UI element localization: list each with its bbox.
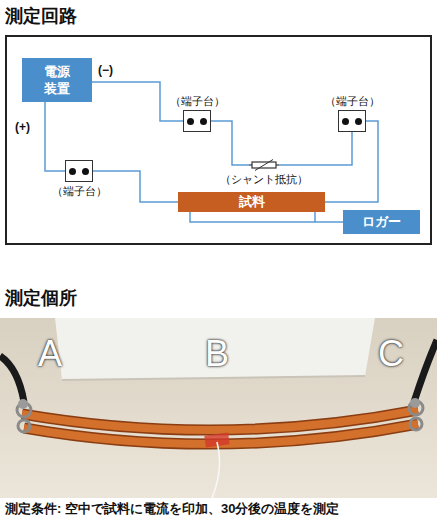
polarity-label: (+) (14, 120, 31, 134)
point-label: B (205, 334, 229, 374)
resistor-lead (276, 164, 279, 165)
terminal-dot (69, 168, 76, 175)
terminal-node: （端子台） (325, 94, 380, 132)
terminal-dot (82, 168, 89, 175)
logger-lead (314, 212, 316, 222)
resistor-symbol (249, 159, 279, 171)
wire (325, 121, 378, 202)
photo-ring (410, 418, 422, 430)
terminal-dot (200, 118, 207, 125)
circuit-panel: 測定回路電源 装置 （端子台） （端子台） （端子台） （シャント抵抗） 試料ロガー (5, 4, 432, 245)
wire (211, 121, 249, 165)
wire (279, 132, 352, 165)
photo-ring (18, 420, 30, 432)
photo-strip (22, 410, 418, 430)
photo-cable (414, 340, 437, 402)
photo-bolt (410, 398, 420, 408)
terminal-dot (355, 118, 362, 125)
resistor-lead (249, 164, 252, 165)
shunt-node: （シャント抵抗） (220, 159, 308, 186)
wire (190, 212, 343, 222)
terminal-label: （端子台） (325, 94, 380, 108)
photo-bolt (18, 399, 28, 409)
photo-board (55, 318, 375, 380)
wire (45, 102, 65, 171)
photo-panel: 測定個所 (0, 283, 437, 498)
polarity-label: (−) (97, 63, 114, 77)
logger-box: ロガー (343, 210, 420, 234)
photo-strip (22, 410, 418, 430)
terminal-dot (187, 118, 194, 125)
photo-background (0, 318, 437, 498)
terminal-node: （端子台） (52, 160, 107, 198)
caption: 測定条件: 空中で試料に電流を印加、30分後の温度を測定 (5, 501, 432, 517)
box-label: 電源 装置 (42, 63, 72, 97)
terminal-label: （端子台） (52, 184, 107, 198)
photo-board-edge (62, 376, 365, 380)
point-label: C (378, 334, 404, 374)
wire (92, 82, 183, 121)
terminal-dot (342, 118, 349, 125)
photo-thermocouple (212, 442, 220, 498)
terminal-block (338, 110, 366, 132)
box-label: ロガー (343, 210, 420, 234)
shunt-label: （シャント抵抗） (220, 172, 308, 186)
resistor-slash (255, 160, 273, 171)
section-heading: 測定回路 (5, 4, 432, 28)
terminal-node: （端子台） (170, 94, 225, 132)
section-heading: 測定個所 (5, 286, 77, 310)
sample-bar: 試料 (178, 192, 325, 212)
terminal-label: （端子台） (170, 94, 225, 108)
box-label: 試料 (178, 192, 325, 212)
photo-cable (0, 356, 24, 402)
terminal-block (183, 110, 211, 132)
point-label: A (38, 334, 62, 374)
power-supply-box: 電源 装置 (22, 58, 92, 102)
terminal-block (65, 160, 93, 182)
